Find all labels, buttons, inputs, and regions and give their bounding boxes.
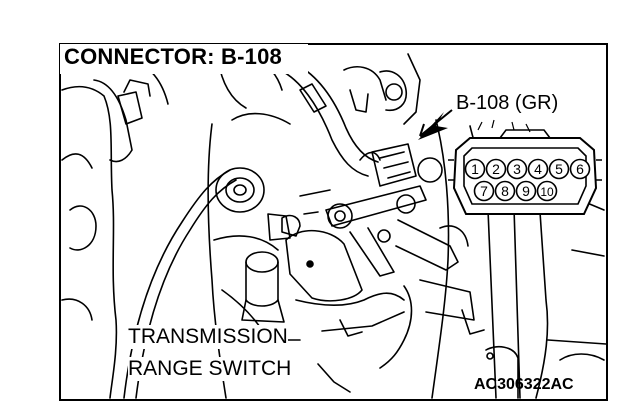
part-label-line-1: TRANSMISSION — [128, 325, 288, 349]
connector-pin-label: 5 — [555, 161, 563, 177]
connector-pin-4 — [527, 158, 549, 180]
connector-pin-8 — [494, 180, 516, 202]
title-background — [60, 44, 308, 74]
connector-pin-3 — [506, 158, 528, 180]
connector-pin-label: 1 — [471, 161, 479, 177]
figure-code: AC306322AC — [474, 376, 574, 393]
connector-pin-label: 8 — [501, 183, 509, 199]
connector-pin-9 — [515, 180, 537, 202]
connector-pin-label: 10 — [540, 185, 554, 199]
diagram-title: CONNECTOR: B-108 — [64, 44, 282, 69]
connector-pin-label: 2 — [492, 161, 500, 177]
connector-pin-6 — [569, 158, 591, 180]
connector-pin-label: 3 — [513, 161, 521, 177]
connector-pin-label: 7 — [480, 183, 488, 199]
connector-pin-10 — [536, 180, 558, 202]
connector-pin-label: 6 — [576, 161, 584, 177]
connector-pin-2 — [485, 158, 507, 180]
connector-pin-7 — [473, 180, 495, 202]
connector-label: B-108 (GR) — [454, 92, 561, 115]
connector-pin-label: 4 — [534, 161, 542, 177]
connector-pin-label: 9 — [522, 183, 530, 199]
connector-pin-5 — [548, 158, 570, 180]
connector-pin-1 — [464, 158, 486, 180]
part-label-line-2: RANGE SWITCH — [128, 357, 292, 381]
